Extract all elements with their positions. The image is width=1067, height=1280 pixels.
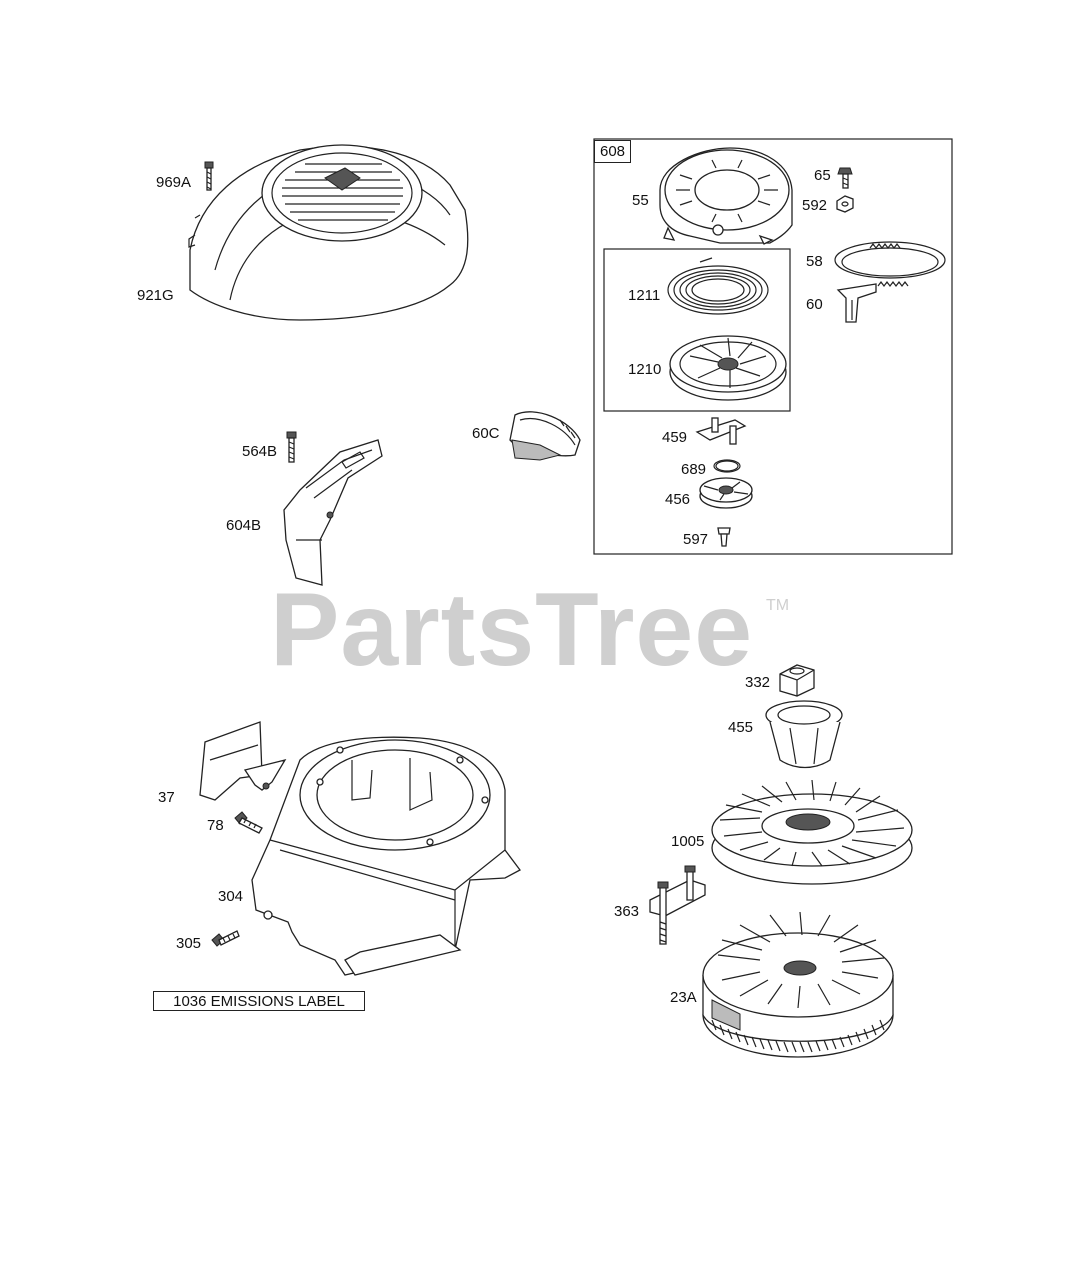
part-332-nut-drawing	[779, 664, 815, 697]
part-label-969A: 969A	[156, 174, 192, 191]
part-564B-screw-drawing	[286, 431, 297, 463]
parts-tree-watermark: PartsTree	[270, 572, 754, 688]
emissions-label-text: 1036 EMISSIONS LABEL	[173, 992, 345, 1010]
part-label-455: 455	[728, 719, 754, 736]
part-55-starter-housing-drawing	[659, 147, 793, 245]
assembly-608-box	[593, 138, 953, 555]
part-363-bracket-drawing	[649, 865, 706, 945]
part-459-dog-drawing	[695, 417, 747, 445]
part-label-1210: 1210	[628, 361, 662, 378]
part-label-58: 58	[806, 253, 823, 270]
part-1210-pulley-drawing	[669, 335, 787, 401]
part-label-60C: 60C	[472, 425, 500, 442]
part-label-564B: 564B	[242, 443, 278, 460]
part-305-screw-drawing	[211, 930, 240, 947]
trademark-symbol: TM	[766, 597, 790, 614]
part-label-597: 597	[683, 531, 709, 548]
part-label-305: 305	[176, 935, 202, 952]
part-label-921G: 921G	[137, 287, 174, 304]
emissions-label-box: 1036 EMISSIONS LABEL	[153, 991, 365, 1011]
part-label-689: 689	[681, 461, 707, 478]
part-label-23A: 23A	[670, 989, 697, 1006]
part-689-ring-drawing	[713, 459, 741, 473]
part-label-1211: 1211	[628, 287, 661, 304]
part-37-air-guide-drawing	[199, 721, 287, 801]
part-23A-flywheel-drawing	[702, 911, 894, 1058]
part-456-retainer-drawing	[699, 477, 753, 509]
part-60C-handle-guide-drawing	[509, 411, 581, 461]
part-58-rope-drawing	[834, 241, 946, 287]
part-label-60: 60	[806, 296, 823, 313]
part-455-starter-cup-drawing	[765, 700, 843, 769]
part-921G-cover-drawing	[188, 144, 469, 321]
part-label-592: 592	[802, 197, 828, 214]
part-label-37: 37	[158, 789, 175, 806]
part-65-screw-drawing	[837, 167, 853, 189]
part-label-55: 55	[632, 192, 649, 209]
part-label-304: 304	[218, 888, 244, 905]
part-592-nut-drawing	[836, 195, 854, 213]
part-label-363: 363	[614, 903, 640, 920]
part-label-65: 65	[814, 167, 831, 184]
part-604B-air-guide-drawing	[283, 439, 383, 586]
part-1211-spring-drawing	[667, 257, 769, 315]
part-label-604B: 604B	[226, 517, 262, 534]
part-1005-fan-drawing	[711, 779, 913, 885]
part-label-459: 459	[662, 429, 688, 446]
part-969A-screw-drawing	[204, 161, 214, 191]
part-78-screw-drawing	[234, 811, 263, 834]
part-label-1005: 1005	[671, 833, 705, 850]
part-597-screw-drawing	[717, 527, 731, 547]
part-label-78: 78	[207, 817, 224, 834]
part-label-332: 332	[745, 674, 771, 691]
part-60-handle-drawing	[836, 283, 877, 323]
part-label-456: 456	[665, 491, 691, 508]
subassembly-box	[603, 248, 791, 412]
part-304-blower-housing-drawing	[251, 736, 521, 976]
assembly-608-label: 608	[594, 140, 632, 163]
